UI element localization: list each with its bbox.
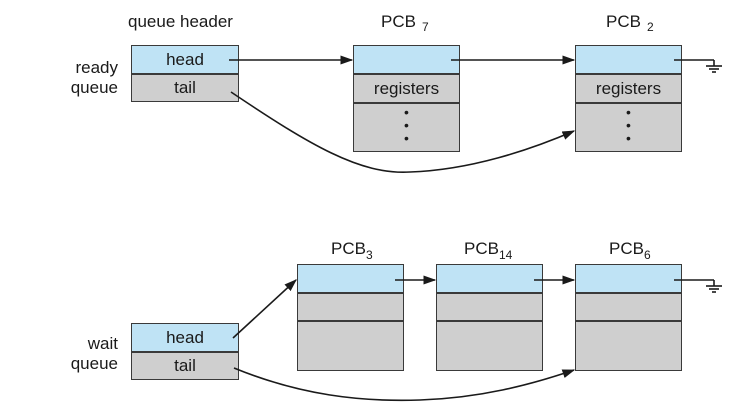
- pcb-6-field: [575, 293, 682, 321]
- pcb-6-pointer-field: [575, 264, 682, 293]
- pcb-3-body: [297, 321, 404, 371]
- ready-tail-arrow: [230, 91, 576, 173]
- wait-null-ground-icon: [706, 280, 722, 293]
- wait-head-arrow: [232, 279, 297, 339]
- ready-null-ground-icon: [706, 60, 722, 73]
- ready-head-label: head: [166, 49, 204, 69]
- pcb-2-pointer-field: [575, 45, 682, 74]
- pcb-14-pointer-field: [436, 264, 543, 293]
- wait-queue-label-line1: wait: [87, 334, 118, 353]
- ready-tail-label: tail: [174, 78, 196, 97]
- pcb-14-label: PCB14: [464, 239, 513, 262]
- wait-tail-arrow: [233, 367, 576, 402]
- ready-queue-label-line1: ready: [75, 58, 118, 77]
- queue-header-title: queue header: [128, 12, 233, 31]
- pcb-14-field: [436, 293, 543, 321]
- pcb-7-ellipsis: •••: [404, 104, 409, 146]
- pcb-3-pointer-field: [297, 264, 404, 293]
- pcb-7-body: •••: [353, 103, 460, 152]
- pcb-2-registers-field: registers: [575, 74, 682, 103]
- pcb-3-field: [297, 293, 404, 321]
- pcb-14-body: [436, 321, 543, 371]
- pcb-6-label: PCB6: [609, 239, 651, 262]
- wait-queue-label-line2: queue: [70, 354, 118, 373]
- pcb-7-pointer-field: [353, 45, 460, 74]
- pcb-7-registers-label: registers: [373, 78, 440, 98]
- pcb-7-registers-field: registers: [353, 74, 460, 103]
- wait-head-label: head: [166, 327, 204, 347]
- pcb-2-body: •••: [575, 103, 682, 152]
- ready-queue-label-line2: queue: [70, 78, 118, 97]
- wait-tail-label: tail: [174, 356, 196, 375]
- pcb-3-label: PCB3: [331, 239, 373, 262]
- pcb-2-registers-label: registers: [595, 78, 662, 98]
- ready-tail-cell: tail: [131, 74, 239, 102]
- ready-head-cell: head: [131, 45, 239, 74]
- wait-tail-cell: tail: [131, 352, 239, 380]
- wait-head-cell: head: [131, 323, 239, 352]
- pcb-6-body: [575, 321, 682, 371]
- pcb-2-ellipsis: •••: [626, 104, 631, 146]
